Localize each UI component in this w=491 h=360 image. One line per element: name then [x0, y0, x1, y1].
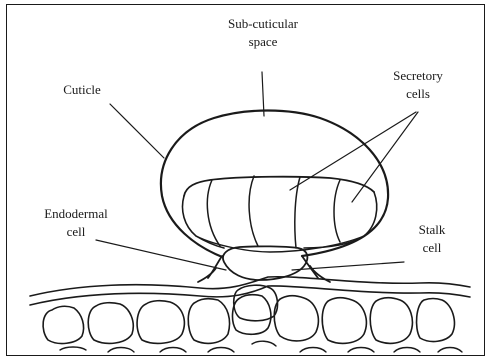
label-stalk: Stalk	[419, 222, 446, 237]
label-secretory-line2: cells	[406, 86, 430, 101]
label-sub-cuticular: Sub-cuticular	[228, 16, 299, 31]
label-cuticle: Cuticle	[63, 82, 101, 97]
label-secretory: Secretory	[393, 68, 443, 83]
leader-lines	[96, 72, 418, 270]
label-endodermal: Endodermal	[44, 206, 108, 221]
secretory-cell-row	[183, 176, 377, 252]
label-sub-cuticular-line2: space	[249, 34, 278, 49]
lower-cell-row	[43, 295, 462, 352]
label-endodermal-line2: cell	[67, 224, 86, 239]
epidermal-layer	[30, 277, 470, 305]
label-stalk-line2: cell	[423, 240, 442, 255]
